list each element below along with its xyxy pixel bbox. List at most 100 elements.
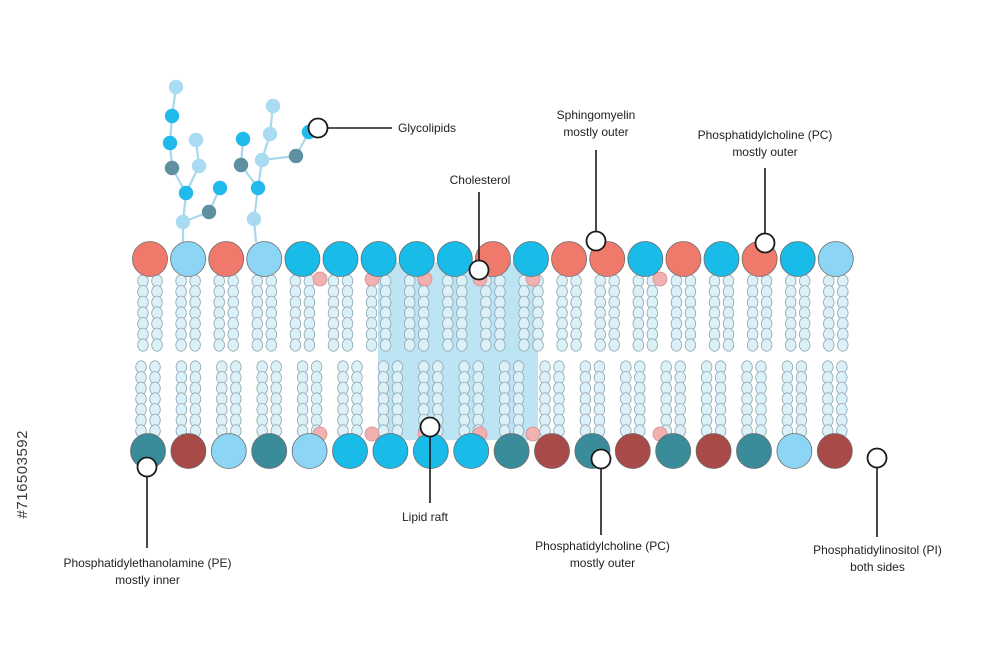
cholesterol-head: [312, 271, 328, 287]
top-head-sphingomyelin: [779, 241, 816, 277]
top-tail: [456, 274, 468, 352]
bottom-tail: [741, 360, 753, 438]
pc-top-pointer: [754, 168, 776, 254]
bottom-tail: [512, 360, 525, 438]
bottom-tail: [270, 360, 282, 438]
sphingomyelin-pointer: [585, 150, 607, 252]
bottom-tail: [296, 360, 309, 438]
top-head-sphingomyelin: [322, 241, 359, 277]
cholesterol-head: [652, 271, 668, 287]
lipid-raft-label: Lipid raft: [385, 509, 465, 526]
bottom-tail: [593, 360, 606, 438]
pe-label: Phosphatidylethanolamine (PE) mostly inn…: [40, 555, 255, 589]
sphingomyelin-label: Sphingomyelin mostly outer: [540, 107, 652, 141]
top-tail: [213, 274, 225, 352]
bottom-head-pi: [210, 433, 247, 469]
top-tail: [670, 274, 683, 352]
top-tail: [137, 274, 149, 352]
top-tail: [303, 274, 316, 352]
bottom-tail: [256, 360, 268, 438]
cholesterol-label-text: Cholesterol: [449, 173, 511, 187]
top-tail: [327, 274, 340, 352]
bottom-tail: [660, 360, 672, 438]
bottom-tail: [498, 360, 511, 438]
top-tail: [556, 274, 568, 352]
top-tail: [684, 274, 697, 352]
bottom-tail: [351, 360, 363, 438]
top-head-sphingomyelin: [513, 241, 549, 277]
bottom-tail: [310, 360, 323, 438]
bottom-tail: [189, 360, 202, 438]
pc-bottom-label-line2: mostly outer: [569, 556, 636, 570]
top-head-pi: [246, 241, 283, 277]
bottom-tail: [795, 360, 808, 438]
top-tail: [442, 274, 454, 352]
pe-label-line1: Phosphatidylethanolamine (PE): [63, 556, 232, 570]
bottom-head-pe: [493, 433, 530, 469]
pc-top-label-line2: mostly outer: [732, 145, 798, 159]
bottom-tail: [391, 360, 404, 438]
top-head-pc_outer: [665, 241, 702, 277]
pe-label-line2: mostly inner: [115, 573, 180, 587]
bottom-tail: [714, 360, 727, 438]
top-head-sphingomyelin: [703, 241, 740, 277]
top-tail: [175, 274, 187, 352]
pi-label-line2: both sides: [850, 560, 905, 574]
pi-label-line1: Phosphatidylinositol (PI): [813, 543, 942, 557]
bottom-tail: [822, 360, 834, 438]
pe-pointer: [136, 456, 158, 548]
bottom-tail: [175, 360, 188, 438]
bottom-tail: [553, 360, 565, 438]
lipid-raft-pointer: [419, 416, 441, 503]
top-tail: [722, 274, 735, 352]
cholesterol-pointer: [468, 192, 490, 281]
stock-id-watermark: #716503592: [14, 430, 31, 519]
top-tail: [837, 274, 849, 352]
cholesterol-head: [525, 426, 541, 442]
bottom-tail: [674, 360, 686, 438]
bottom-head-pi: [291, 433, 328, 469]
top-tail: [799, 274, 811, 352]
bottom-head-sphingomyelin: [453, 433, 490, 469]
top-head-sphingomyelin: [627, 241, 664, 277]
top-tail: [608, 274, 620, 352]
bottom-head-sphingomyelin: [372, 433, 409, 469]
bottom-head-pc_inner: [614, 433, 651, 469]
bottom-head-pc_inner: [816, 433, 853, 469]
bottom-tail: [836, 360, 848, 438]
bottom-tail: [337, 360, 349, 438]
bottom-tail: [149, 360, 161, 438]
cholesterol-label: Cholesterol: [430, 172, 530, 189]
top-tail: [265, 274, 278, 352]
pc-top-label-line1: Phosphatidylcholine (PC): [697, 128, 833, 142]
glycolipid-stem: [252, 218, 258, 243]
top-head-sphingomyelin: [436, 241, 473, 277]
glycolipid-sugar-chain: [162, 79, 228, 230]
bottom-head-pe: [655, 433, 692, 469]
bottom-head-pi: [776, 433, 813, 469]
top-tail: [785, 274, 797, 352]
pi-label: Phosphatidylinositol (PI) both sides: [790, 542, 965, 576]
top-tail: [289, 274, 302, 352]
glycolipids-pointer: [307, 117, 392, 139]
top-tail: [494, 274, 506, 352]
sphingomyelin-label-line2: mostly outer: [563, 125, 629, 139]
top-tail: [708, 274, 721, 352]
glycolipids-label: Glycolipids: [398, 120, 456, 137]
top-tail: [646, 274, 659, 352]
top-head-pc_outer: [208, 241, 245, 277]
bottom-tail: [135, 360, 147, 438]
top-head-pc_outer: [132, 241, 168, 277]
top-tail: [151, 274, 163, 352]
top-tail: [341, 274, 354, 352]
top-tail: [227, 274, 239, 352]
top-head-sphingomyelin: [360, 241, 397, 277]
top-tail: [570, 274, 582, 352]
bottom-tail: [539, 360, 551, 438]
pc-bottom-label: Phosphatidylcholine (PC) mostly outer: [520, 538, 685, 572]
bottom-head-pc_inner: [695, 433, 732, 469]
pc-bottom-label-line1: Phosphatidylcholine (PC): [535, 539, 670, 553]
top-head-pi: [170, 241, 207, 277]
